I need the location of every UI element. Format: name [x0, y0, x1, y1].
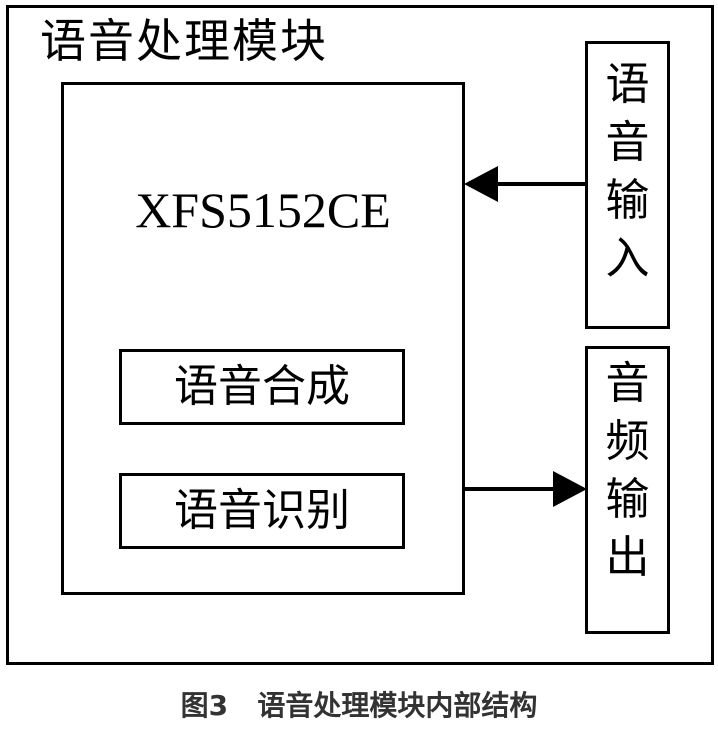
voice-input-char: 入: [605, 233, 650, 284]
audio-output-label: 音 频 输 出: [588, 355, 667, 587]
audio-output-block: 音 频 输 出: [585, 346, 670, 634]
voice-input-block: 语 音 输 入: [585, 41, 670, 329]
voice-input-label: 语 音 输 入: [588, 56, 667, 288]
speech-recognition-block: 语音识别: [119, 473, 405, 549]
voice-input-char: 音: [605, 117, 650, 168]
voice-input-char: 输: [605, 175, 650, 226]
figure-caption: 图3 语音处理模块内部结构: [180, 689, 538, 722]
audio-output-char: 频: [605, 416, 650, 467]
audio-output-char: 音: [605, 358, 650, 409]
speech-synthesis-block: 语音合成: [119, 349, 405, 425]
voice-input-char: 语: [605, 59, 650, 110]
audio-output-char: 输: [605, 474, 650, 525]
speech-synthesis-label: 语音合成: [174, 361, 350, 412]
speech-recognition-label: 语音识别: [174, 485, 350, 536]
module-title: 语音处理模块: [40, 14, 328, 68]
input-arrowhead: [464, 166, 498, 202]
chip-name: XFS5152CE: [135, 182, 391, 238]
audio-output-char: 出: [605, 532, 650, 583]
output-arrowhead: [553, 471, 587, 507]
